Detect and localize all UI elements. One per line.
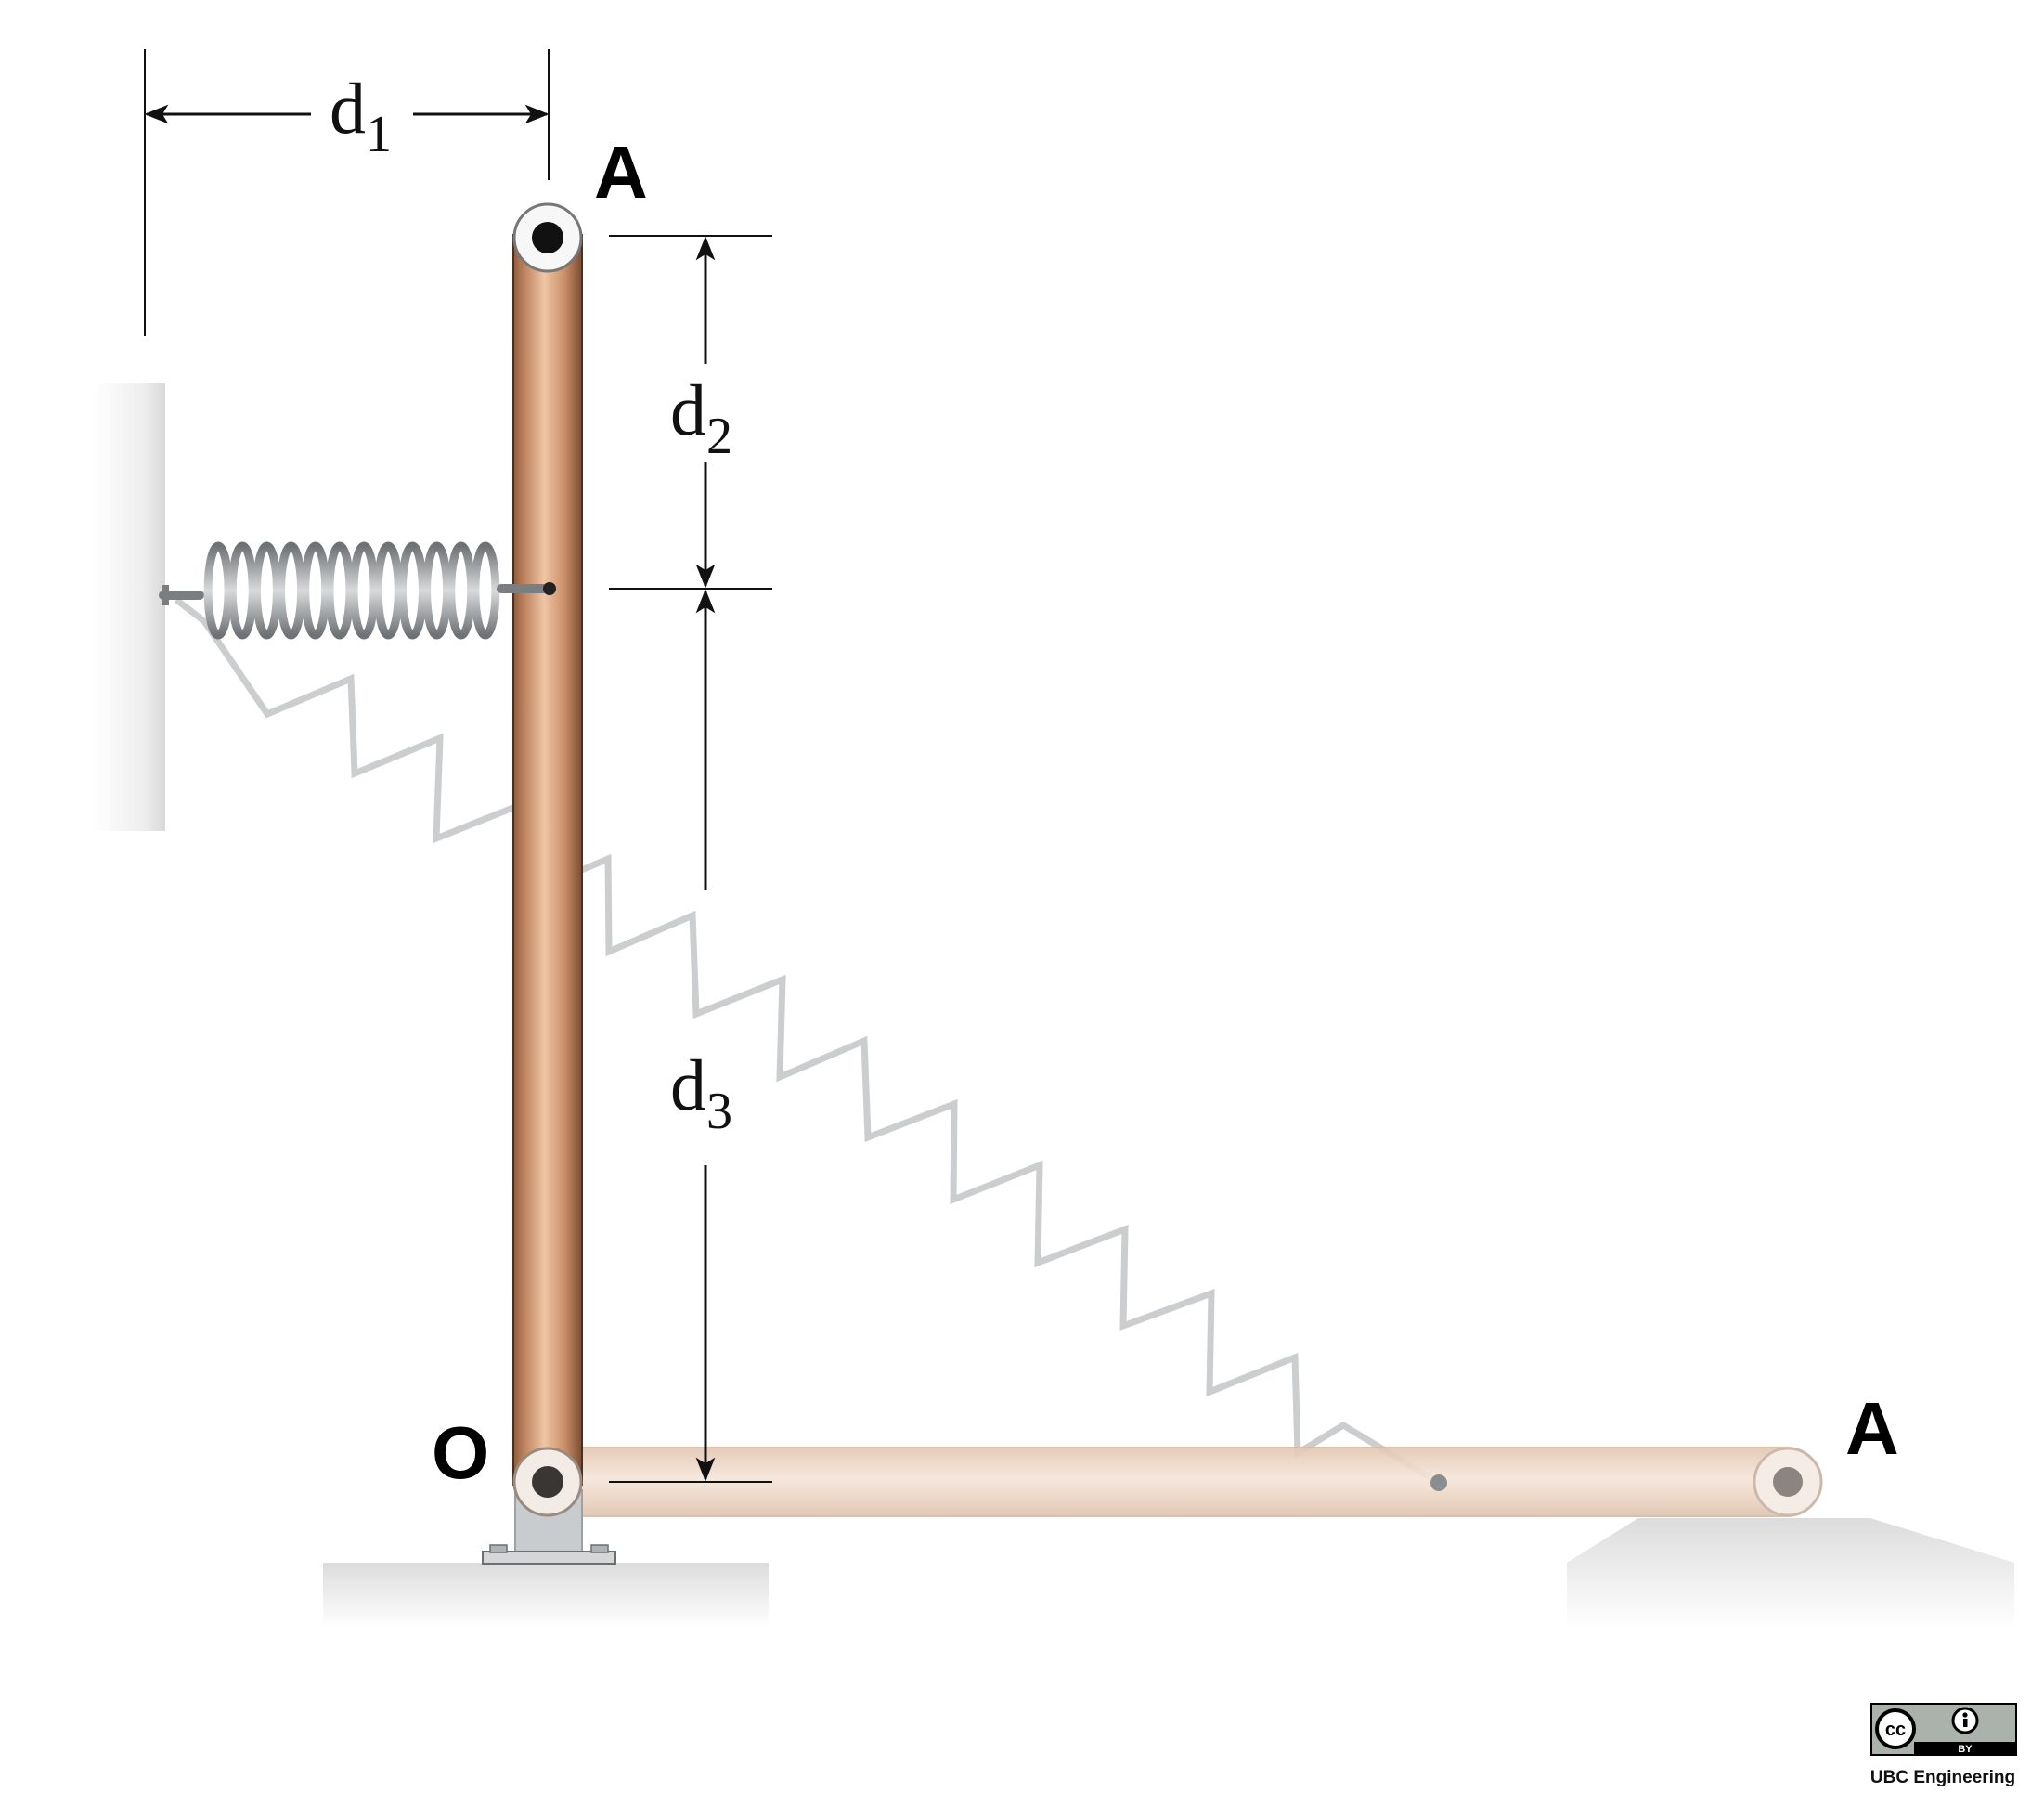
pin-A-rotated-hole: [1773, 1467, 1803, 1497]
bolt-left: [489, 1544, 508, 1553]
floor-left: [323, 1563, 769, 1628]
d1-label: d1: [330, 68, 392, 163]
spring-coil: [203, 541, 233, 640]
pin-O-hole: [532, 1466, 563, 1498]
label-A-rotated: A: [1845, 1387, 1899, 1470]
cc-by-license-badge: cc BY: [1870, 1703, 2017, 1756]
spring-coil: [301, 541, 330, 640]
spring-coil: [325, 541, 355, 640]
wall: [93, 383, 165, 831]
label-O: O: [432, 1411, 489, 1494]
pivot-support-base: [482, 1551, 616, 1565]
d2-label: d2: [670, 370, 732, 465]
bar-vertical: [512, 234, 583, 1486]
spring-stretched-ghost: [174, 597, 1441, 1486]
svg-text:BY: BY: [1958, 1744, 1973, 1755]
spring-compressed: [159, 541, 556, 640]
credit-text: UBC Engineering: [1870, 1768, 2015, 1787]
spring-coil: [397, 541, 427, 640]
spring-coil: [373, 541, 403, 640]
pin-A-top-hole: [532, 222, 563, 253]
spring-coil: [422, 541, 452, 640]
spring-coil: [277, 541, 306, 640]
d3-label: d3: [670, 1045, 732, 1140]
spring-coil: [349, 541, 379, 640]
cc-icon: [1875, 1708, 1916, 1749]
spring-coil: [446, 541, 476, 640]
bolt-right: [590, 1544, 609, 1553]
spring-coil: [252, 541, 281, 640]
spring-coil: [227, 541, 257, 640]
svg-text:cc: cc: [1885, 1720, 1906, 1740]
label-A-top: A: [594, 131, 648, 214]
spring-attach-point-rotated: [1430, 1474, 1447, 1491]
floor-right: [1567, 1518, 2014, 1628]
spring-coil: [471, 541, 500, 640]
